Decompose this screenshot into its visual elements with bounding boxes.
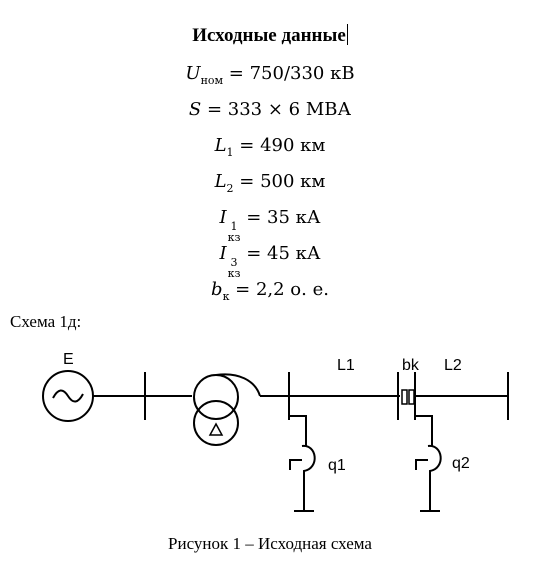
param-value: = 333 × 6 МВА <box>201 99 352 120</box>
param-value: = 750/330 кВ <box>223 63 355 84</box>
shunt-2-coil <box>427 444 442 503</box>
shunt-1-coil <box>301 444 316 503</box>
delta-icon <box>208 422 224 436</box>
param-power: S = 333 × 6 МВА <box>0 92 540 128</box>
transformer-secondary-winding <box>193 400 239 446</box>
param-value: = 35 кА <box>240 207 321 228</box>
heading: Исходные данные <box>0 22 540 50</box>
param-symbol: U <box>185 63 201 84</box>
reactor-plate-right <box>408 389 415 405</box>
parameters-list: Uном = 750/330 кВ S = 333 × 6 МВА L1 = 4… <box>0 56 540 308</box>
generator-label: E <box>63 351 74 368</box>
param-subscript: 2 <box>226 182 234 195</box>
param-superscript: 1 <box>230 220 238 233</box>
breaker2-label: q2 <box>452 455 470 472</box>
param-value: = 490 км <box>233 135 326 156</box>
param-value: = 500 км <box>233 171 326 192</box>
text-cursor <box>346 24 348 45</box>
param-symbol: I <box>219 243 227 264</box>
transformer-primary-winding <box>193 374 239 420</box>
param-subscript: кз <box>227 267 241 280</box>
param-subscript: ном <box>200 74 224 87</box>
param-subscript: 1 <box>226 146 234 159</box>
breaker1-label: q1 <box>328 457 346 474</box>
param-symbol: I <box>219 207 227 228</box>
shunt-2-tap <box>415 459 428 470</box>
param-reactor: bк = 2,2 о. е. <box>0 272 540 308</box>
shunt-1-tap <box>289 459 302 470</box>
shunt-2-lead <box>415 415 433 446</box>
param-length-2: L2 = 500 км <box>0 164 540 200</box>
figure-caption: Рисунок 1 – Исходная схема <box>168 534 372 553</box>
param-length-1: L1 = 490 км <box>0 128 540 164</box>
shunt-1-lead <box>289 415 307 446</box>
heading-text: Исходные данные <box>192 25 346 46</box>
reactor-label: bk <box>402 357 420 374</box>
line1-label: L1 <box>337 357 355 374</box>
param-symbol: L <box>214 135 227 156</box>
param-symbol: S <box>188 99 202 120</box>
param-subscript: к <box>222 290 230 303</box>
line2-label: L2 <box>444 357 462 374</box>
param-superscript: 3 <box>230 256 238 269</box>
param-value: = 45 кА <box>240 243 321 264</box>
param-value: = 2,2 о. е. <box>229 279 329 300</box>
param-subscript: кз <box>227 231 241 244</box>
scheme-label: Схема 1д: <box>10 312 82 331</box>
param-symbol: L <box>214 171 227 192</box>
circuit-diagram: E L1 L2 bk q1 q2 <box>42 351 509 512</box>
param-symbol: b <box>211 279 223 300</box>
reactor-plate-left <box>401 389 408 405</box>
param-voltage: Uном = 750/330 кВ <box>0 56 540 92</box>
transformer-lead <box>215 373 261 397</box>
sine-icon <box>52 389 84 403</box>
